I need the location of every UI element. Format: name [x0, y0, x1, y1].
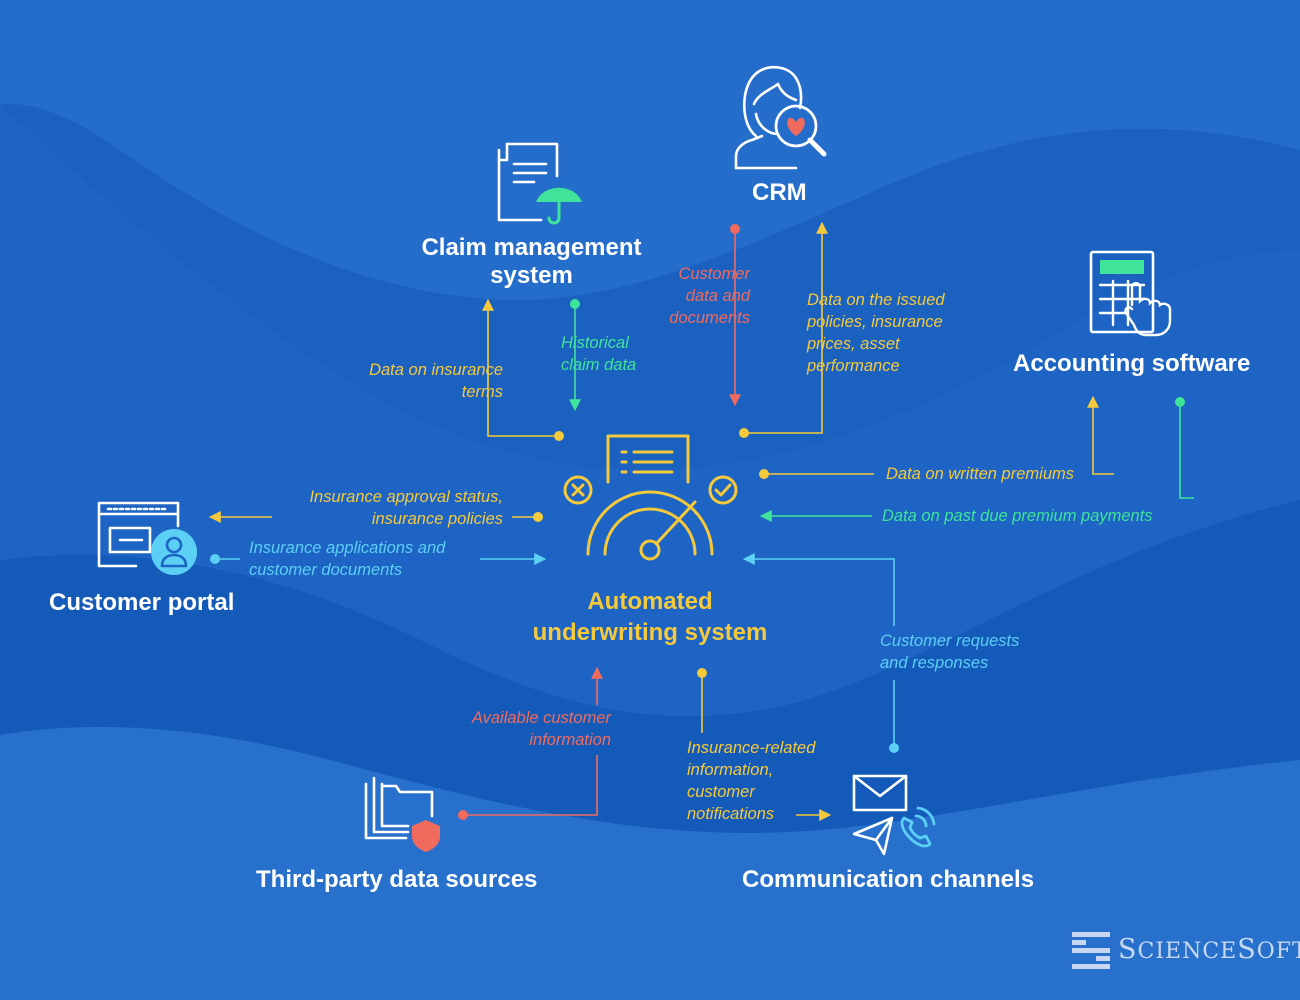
flow-insurance-related-line [697, 668, 832, 821]
customer-requests-label: Customer requests and responses [880, 632, 1020, 672]
flow-written-premiums-line [759, 395, 1114, 479]
insurance-related-label: Insurance-related information, customer … [687, 739, 816, 823]
document-umbrella-icon [497, 142, 582, 225]
applications-label: Insurance applications and customer docu… [249, 539, 446, 579]
flow-insurance-terms-line [482, 298, 564, 441]
browser-user-icon [97, 501, 197, 575]
written-premiums-label: Data on written premiums [886, 465, 1074, 483]
claim-title-line1: Claim management [421, 234, 642, 261]
third-party-data-sources-title: Third-party data sources [256, 866, 538, 893]
calculator-hand-icon [1089, 250, 1172, 337]
accounting-software-title: Accounting software [1013, 350, 1251, 377]
communication-channels-title: Communication channels [742, 866, 1035, 893]
crm-title: CRM [752, 179, 807, 206]
flow-historical-claim-line [569, 299, 581, 412]
flow-applications-line [210, 553, 547, 565]
claim-management-title: Claim management system [400, 234, 663, 290]
insurance-terms-label: Data on insurance terms [369, 361, 503, 401]
woman-search-heart-icon [734, 65, 827, 170]
flow-issued-policies-line [739, 221, 828, 438]
flow-customer-requests-line [742, 553, 899, 753]
historical-claim-label: Historical claim data [561, 334, 637, 374]
flow-past-due-line [759, 397, 1194, 522]
available-info-label: Available customer information [471, 709, 611, 749]
customer-portal-title: Customer portal [49, 589, 235, 616]
flow-available-info-line [458, 666, 603, 820]
past-due-payments-label: Data on past due premium payments [882, 507, 1153, 525]
claim-title-line2: system [490, 262, 573, 289]
core-title-line2: underwriting system [532, 619, 768, 646]
gauge-document-icon [563, 434, 738, 561]
flow-customer-docs-line [729, 224, 741, 407]
mail-send-phone-icon [852, 774, 936, 856]
approval-status-label: Insurance approval status, insurance pol… [309, 488, 503, 528]
flow-approval-status-line [208, 511, 543, 523]
sciencesoft-logo-icon [1072, 932, 1110, 969]
folders-shield-icon [364, 776, 440, 852]
sciencesoft-wordmark: SCIENCESOFT [1118, 934, 1300, 965]
issued-policies-label: Data on the issued policies, insurance p… [807, 291, 945, 375]
core-title-line1: Automated [587, 588, 713, 615]
core-system-title: Automated underwriting system [500, 586, 800, 648]
customer-docs-label: Customer data and documents [669, 265, 750, 327]
